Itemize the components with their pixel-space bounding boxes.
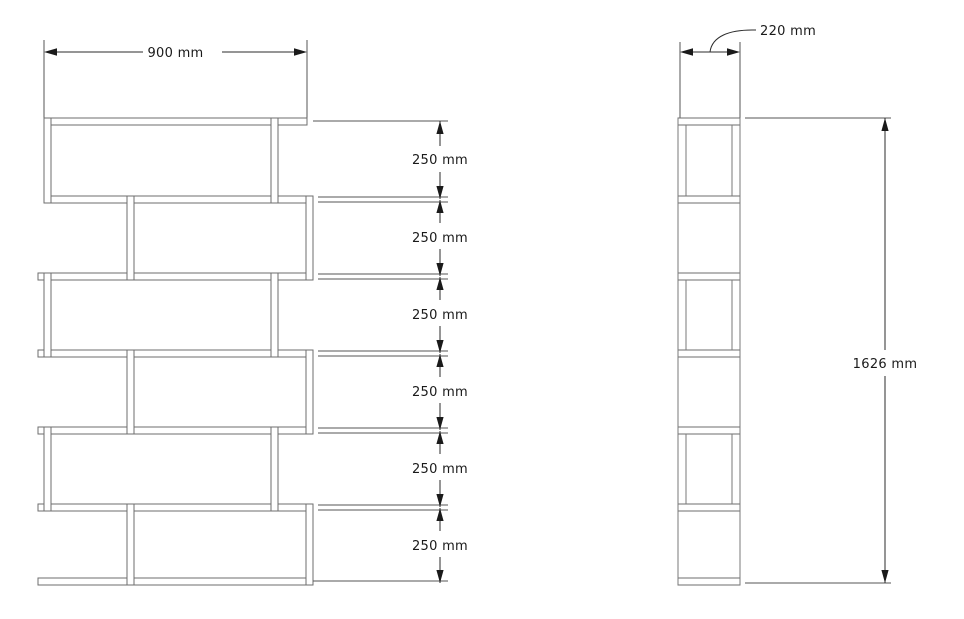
- post-left-2: [126, 195, 135, 281]
- front-spacing-label-5: 250 mm: [412, 462, 468, 477]
- front-spacing-dimension-4: 250 mm: [412, 354, 468, 430]
- arrow-down: [436, 494, 444, 507]
- post-right-6: [305, 503, 314, 586]
- front-vertical-posts: [43, 117, 314, 586]
- post-right-1: [270, 117, 279, 204]
- front-spacing-dimension-2: 250 mm: [412, 200, 468, 276]
- post-right-3: [270, 272, 279, 358]
- front-spacing-dimension-3: 250 mm: [412, 277, 468, 353]
- front-shelf-boards: [37, 117, 314, 586]
- arrow-right: [294, 48, 307, 56]
- arrow-down: [436, 340, 444, 353]
- arrow-down: [881, 570, 889, 583]
- arrow-up: [436, 200, 444, 213]
- arrow-up: [436, 354, 444, 367]
- shelf-board-1: [43, 117, 308, 126]
- arrow-right: [727, 48, 740, 56]
- side-shelf-6: [677, 503, 741, 512]
- post-right-5: [270, 426, 279, 512]
- front-spacing-dimension-6: 250 mm: [412, 508, 468, 583]
- arrow-up: [436, 431, 444, 444]
- front-spacing-label-3: 250 mm: [412, 308, 468, 323]
- front-spacing-dimension-5: 250 mm: [412, 431, 468, 507]
- arrow-up: [436, 508, 444, 521]
- side-shelf-4: [677, 349, 741, 358]
- arrow-up: [436, 277, 444, 290]
- side-shelf-7: [677, 577, 741, 586]
- arrow-down: [436, 263, 444, 276]
- front-width-dimension: 900 mm: [43, 40, 308, 124]
- arrow-down: [436, 186, 444, 199]
- arrow-down: [436, 417, 444, 430]
- arrow-up: [436, 121, 444, 134]
- side-inner-panel-edges: [685, 125, 733, 504]
- side-depth-dimension: 220 mm: [679, 24, 816, 122]
- side-shelf-2: [677, 195, 741, 204]
- side-depth-dimension-label: 220 mm: [760, 24, 816, 39]
- post-left-6: [126, 503, 135, 586]
- front-spacing-label-6: 250 mm: [412, 539, 468, 554]
- arrow-left: [680, 48, 693, 56]
- side-view-body: [677, 117, 741, 586]
- front-view-group: 900 mm: [37, 40, 468, 586]
- arrow-left: [44, 48, 57, 56]
- front-spacing-dimension-1: 250 mm: [412, 121, 468, 199]
- leader-line-curve: [709, 29, 756, 53]
- post-right-2: [305, 195, 314, 281]
- side-height-dimension-label: 1626 mm: [853, 357, 918, 372]
- side-view-group: 220 mm: [677, 24, 918, 586]
- front-spacing-label-1: 250 mm: [412, 153, 468, 168]
- side-shelf-5: [677, 426, 741, 435]
- side-height-dimension: 1626 mm: [745, 117, 918, 584]
- post-left-1: [43, 117, 52, 204]
- post-left-5: [43, 426, 52, 512]
- side-shelf-3: [677, 272, 741, 281]
- arrow-down: [436, 570, 444, 583]
- front-shelf-extension-lines: [313, 120, 448, 582]
- post-right-4: [305, 349, 314, 435]
- post-left-4: [126, 349, 135, 435]
- front-width-dimension-label: 900 mm: [147, 46, 203, 61]
- arrow-up: [881, 118, 889, 131]
- post-left-3: [43, 272, 52, 358]
- side-shelf-1: [677, 117, 741, 126]
- front-spacing-label-2: 250 mm: [412, 231, 468, 246]
- shelf-board-7: [37, 577, 308, 586]
- front-spacing-label-4: 250 mm: [412, 385, 468, 400]
